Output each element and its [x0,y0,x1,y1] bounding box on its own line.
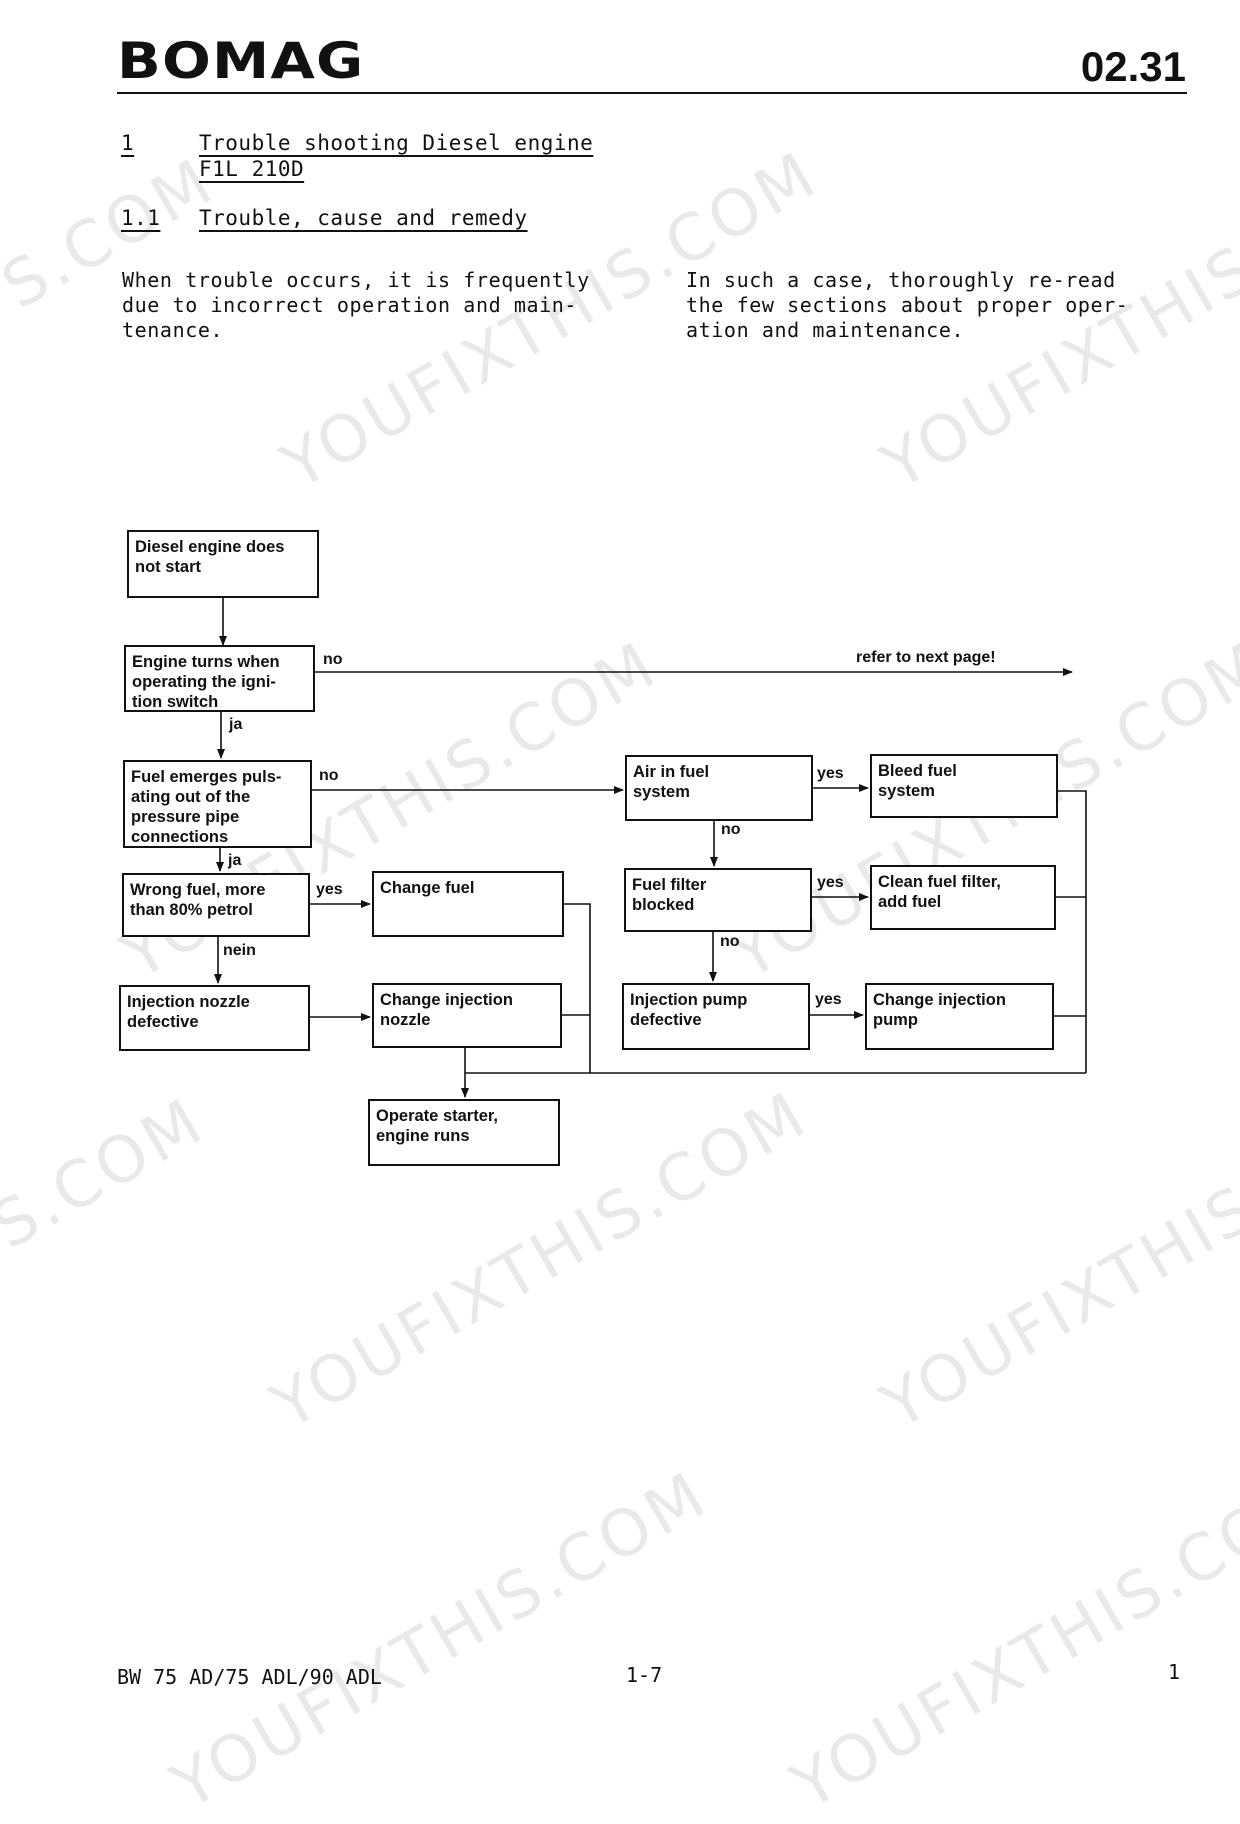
footer-number: 1 [1168,1660,1181,1684]
box-injection-nozzle-defective: Injection nozzle defective [119,985,310,1051]
box-clean-fuel-filter: Clean fuel filter, add fuel [870,865,1056,930]
flowchart-connectors [214,598,1087,1098]
section-number: 1 [121,131,135,155]
box-bleed-fuel: Bleed fuel system [870,754,1058,818]
label-no: no [323,651,343,668]
subsection-heading: 1.1 Trouble, cause and remedy [121,205,528,231]
label-ja: ja [229,716,243,733]
label-no: no [720,933,740,950]
intro-left: When trouble occurs, it is frequently du… [122,268,590,342]
box-operate-starter: Operate starter, engine runs [368,1099,560,1166]
edge-bleed-return [1058,790,1087,1073]
box-change-injection-pump: Change injection pump [865,983,1054,1050]
box-wrong-fuel: Wrong fuel, more than 80% petrol [122,873,310,937]
label-yes: yes [815,991,842,1008]
box-diesel-engine-does-not-start: Diesel engine does not start [127,530,319,598]
label-ja: ja [228,852,242,869]
subsection-number: 1.1 [121,206,161,230]
box-change-injection-nozzle: Change injection nozzle [372,983,562,1048]
box-engine-turns: Engine turns when operating the igni- ti… [124,645,315,712]
label-refer-next-page: refer to next page! [856,649,996,666]
footer-page: 1-7 [626,1663,663,1687]
label-nein: nein [223,942,256,959]
box-fuel-emerges: Fuel emerges puls- ating out of the pres… [123,760,312,848]
section-subtitle: F1L 210D [199,157,305,181]
edge-change-fuel-return [564,903,591,1073]
box-air-in-fuel: Air in fuel system [625,755,813,821]
label-no: no [319,767,339,784]
box-fuel-filter-blocked: Fuel filter blocked [624,868,812,932]
box-change-fuel: Change fuel [372,871,564,937]
header-divider [117,92,1187,94]
section-heading: 1 Trouble shooting Diesel engine F1L 210D [121,130,593,182]
label-yes: yes [817,765,844,782]
intro-right: In such a case, thoroughly re-read the f… [686,268,1129,342]
label-yes: yes [817,874,844,891]
box-injection-pump-defective: Injection pump defective [622,983,810,1050]
subsection-title: Trouble, cause and remedy [199,206,528,230]
page-code: 02.31 [1080,43,1186,90]
section-title: Trouble shooting Diesel engine [199,131,594,155]
label-no: no [721,821,741,838]
label-yes: yes [316,881,343,898]
footer-model: BW 75 AD/75 ADL/90 ADL [117,1665,382,1689]
brand-logo: BOMAG [117,32,365,90]
